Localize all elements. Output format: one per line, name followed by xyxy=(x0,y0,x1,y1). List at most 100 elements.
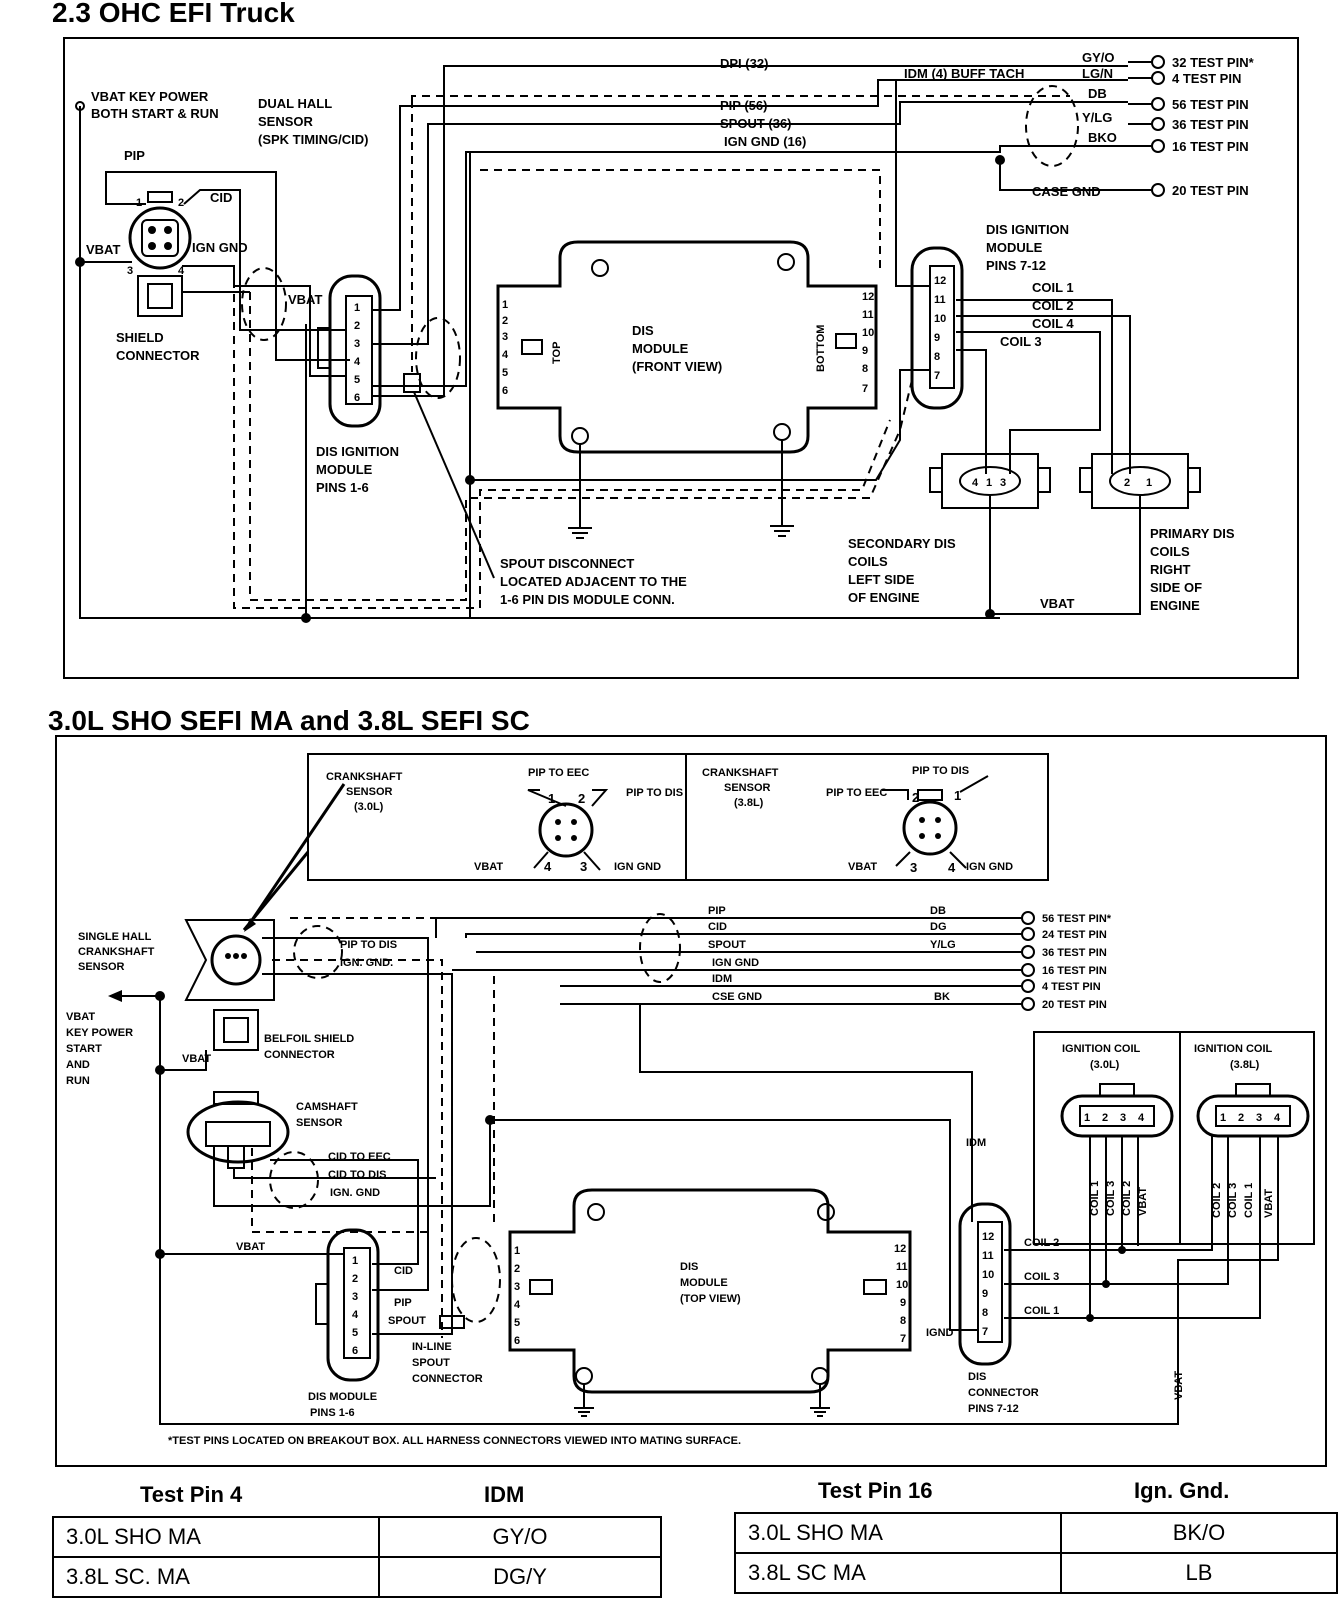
test2-pin-56: 56 TEST PIN* xyxy=(1042,913,1112,925)
mod2-pin-8: 8 xyxy=(900,1315,906,1327)
table-cell: 3.0L SHO MA xyxy=(52,1516,380,1558)
crank38-label-3: (3.8L) xyxy=(734,797,764,809)
single-hall-sensor xyxy=(184,919,275,1001)
dis2-tab-left xyxy=(529,1279,553,1295)
wire-color-1: GY/O xyxy=(1082,50,1115,65)
mod2-pin-2: 2 xyxy=(514,1263,520,1275)
vbat-key2-label-3: START xyxy=(66,1043,102,1055)
pip2-label: PIP xyxy=(394,1297,412,1309)
conn2b-pin-12: 12 xyxy=(982,1231,994,1243)
table-cell: 3.8L SC MA xyxy=(734,1552,1062,1594)
harness2-color-db: DB xyxy=(930,905,946,917)
harness2-dash-3 xyxy=(251,1148,428,1233)
dis2-tab-right xyxy=(863,1279,887,1295)
mount-hole-4 xyxy=(773,423,791,441)
mount2-hole-2 xyxy=(817,1203,835,1221)
dis-top-label-1: DIS xyxy=(680,1261,698,1273)
case-gnd-wire xyxy=(999,160,1128,191)
igngnd16-label: IGN GND (16) xyxy=(724,134,806,149)
coil3b-wire xyxy=(1004,1136,1229,1285)
dpi-label: DPI (32) xyxy=(720,56,768,71)
table-idm: 3.0L SHO MA GY/O 3.8L SC. MA DG/Y xyxy=(52,1516,662,1598)
conn2b-pin-7: 7 xyxy=(982,1326,988,1338)
conn16-pin-1: 1 xyxy=(354,302,360,314)
shield-oval-3 xyxy=(241,267,287,341)
harness-cid xyxy=(465,933,1022,938)
coil1-wire xyxy=(956,299,1113,474)
mount2-hole-1 xyxy=(587,1203,605,1221)
conn2b-pin-11: 11 xyxy=(982,1250,994,1262)
secondary-label-2: COILS xyxy=(848,554,888,569)
coil30-vert-4: VBAT xyxy=(1137,1187,1149,1216)
mod-pin-12: 12 xyxy=(862,291,874,303)
table-cell: GY/O xyxy=(378,1516,662,1558)
conn712-pin-12: 12 xyxy=(934,275,946,287)
shield-dash-3 xyxy=(411,95,1070,100)
conn2b-pin-8: 8 xyxy=(982,1307,988,1319)
case-gnd-junction xyxy=(995,155,1005,165)
dis-mod16-label-2: MODULE xyxy=(316,462,373,477)
table-idm-header-1: Test Pin 4 xyxy=(140,1482,243,1507)
belfoil-label-2: CONNECTOR xyxy=(264,1049,335,1061)
vbat2-main-wire xyxy=(159,996,1279,1425)
mod-pin-4: 4 xyxy=(502,349,509,361)
top-label: TOP xyxy=(551,342,563,364)
mod-pin-5: 5 xyxy=(502,367,508,379)
idm-tach-label: IDM (4) BUFF TACH xyxy=(904,66,1024,81)
single-hall-label-1: SINGLE HALL xyxy=(78,931,152,943)
coil2-label: COIL 2 xyxy=(1032,298,1074,313)
section1-frame xyxy=(63,37,1299,679)
coil38-pin-1: 1 xyxy=(1220,1112,1226,1124)
test-pin-4: 4 TEST PIN xyxy=(1172,71,1241,86)
camshaft-label-1: CAMSHAFT xyxy=(296,1101,358,1113)
harness2-color-ylg: Y/LG xyxy=(930,939,956,951)
coil3-label: COIL 3 xyxy=(1000,334,1042,349)
vbat-key-label-2: BOTH START & RUN xyxy=(91,106,219,121)
conn2-pin-4: 4 xyxy=(352,1309,359,1321)
ignd-label: IGND xyxy=(926,1327,954,1339)
crank38-label-1: CRANKSHAFT xyxy=(702,767,779,779)
conn16-pin-3: 3 xyxy=(354,338,360,350)
inset-leader-2 xyxy=(246,783,346,927)
single-hall-label-3: SENSOR xyxy=(78,961,125,973)
conn2-pin-5: 5 xyxy=(352,1327,358,1339)
crank30-ign-gnd: IGN GND xyxy=(614,861,661,873)
case-gnd-label: CASE GND xyxy=(1032,184,1101,199)
vbat2-label: VBAT xyxy=(288,292,322,307)
pip-dis-wire xyxy=(262,937,429,1291)
vbat-label-3: VBAT xyxy=(236,1241,265,1253)
shield-label-2: CONNECTOR xyxy=(116,348,200,363)
shield-dash-1 xyxy=(249,292,913,601)
section2-frame xyxy=(55,735,1327,1467)
wire-color-2: LG/N xyxy=(1082,66,1113,81)
mod2-pin-11: 11 xyxy=(896,1261,908,1273)
ign-coil38-label-2: (3.8L) xyxy=(1230,1059,1260,1071)
vbat-key-arrow xyxy=(108,990,122,1002)
table-ign-header-1: Test Pin 16 xyxy=(818,1478,933,1503)
crank38-pin-4: 4 xyxy=(948,860,956,875)
coil4-label: COIL 4 xyxy=(1032,316,1074,331)
vbat2-branches xyxy=(160,1050,344,1255)
table-row: 3.8L SC. MA DG/Y xyxy=(52,1556,662,1598)
coil1-label: COIL 1 xyxy=(1032,280,1074,295)
table-cell: 3.8L SC. MA xyxy=(52,1556,380,1598)
coil1b-wire xyxy=(1004,1136,1261,1319)
mount-hole-3 xyxy=(571,427,589,445)
pip-label: PIP xyxy=(124,148,145,163)
primary-label-1: PRIMARY DIS xyxy=(1150,526,1235,541)
sensor-pin-3: 3 xyxy=(127,265,133,277)
pricoil-pin-2: 2 xyxy=(1124,477,1130,489)
crank30-sensor xyxy=(527,789,609,871)
pip56-wire xyxy=(372,79,1128,311)
crank38-pip-eec: PIP TO EEC xyxy=(826,787,887,799)
test2-pin-36: 36 TEST PIN xyxy=(1042,947,1107,959)
shield-dash-5 xyxy=(480,169,881,270)
sensor-pin-2: 2 xyxy=(178,197,184,209)
sensor-pin-4: 4 xyxy=(178,265,185,277)
secondary-label-3: LEFT SIDE xyxy=(848,572,915,587)
ground-symbol-2 xyxy=(770,525,794,537)
dis-mod2-label-2: PINS 1-6 xyxy=(310,1407,355,1419)
dis-conn-label-2: CONNECTOR xyxy=(968,1387,1039,1399)
conn2-pin-1: 1 xyxy=(352,1255,358,1267)
